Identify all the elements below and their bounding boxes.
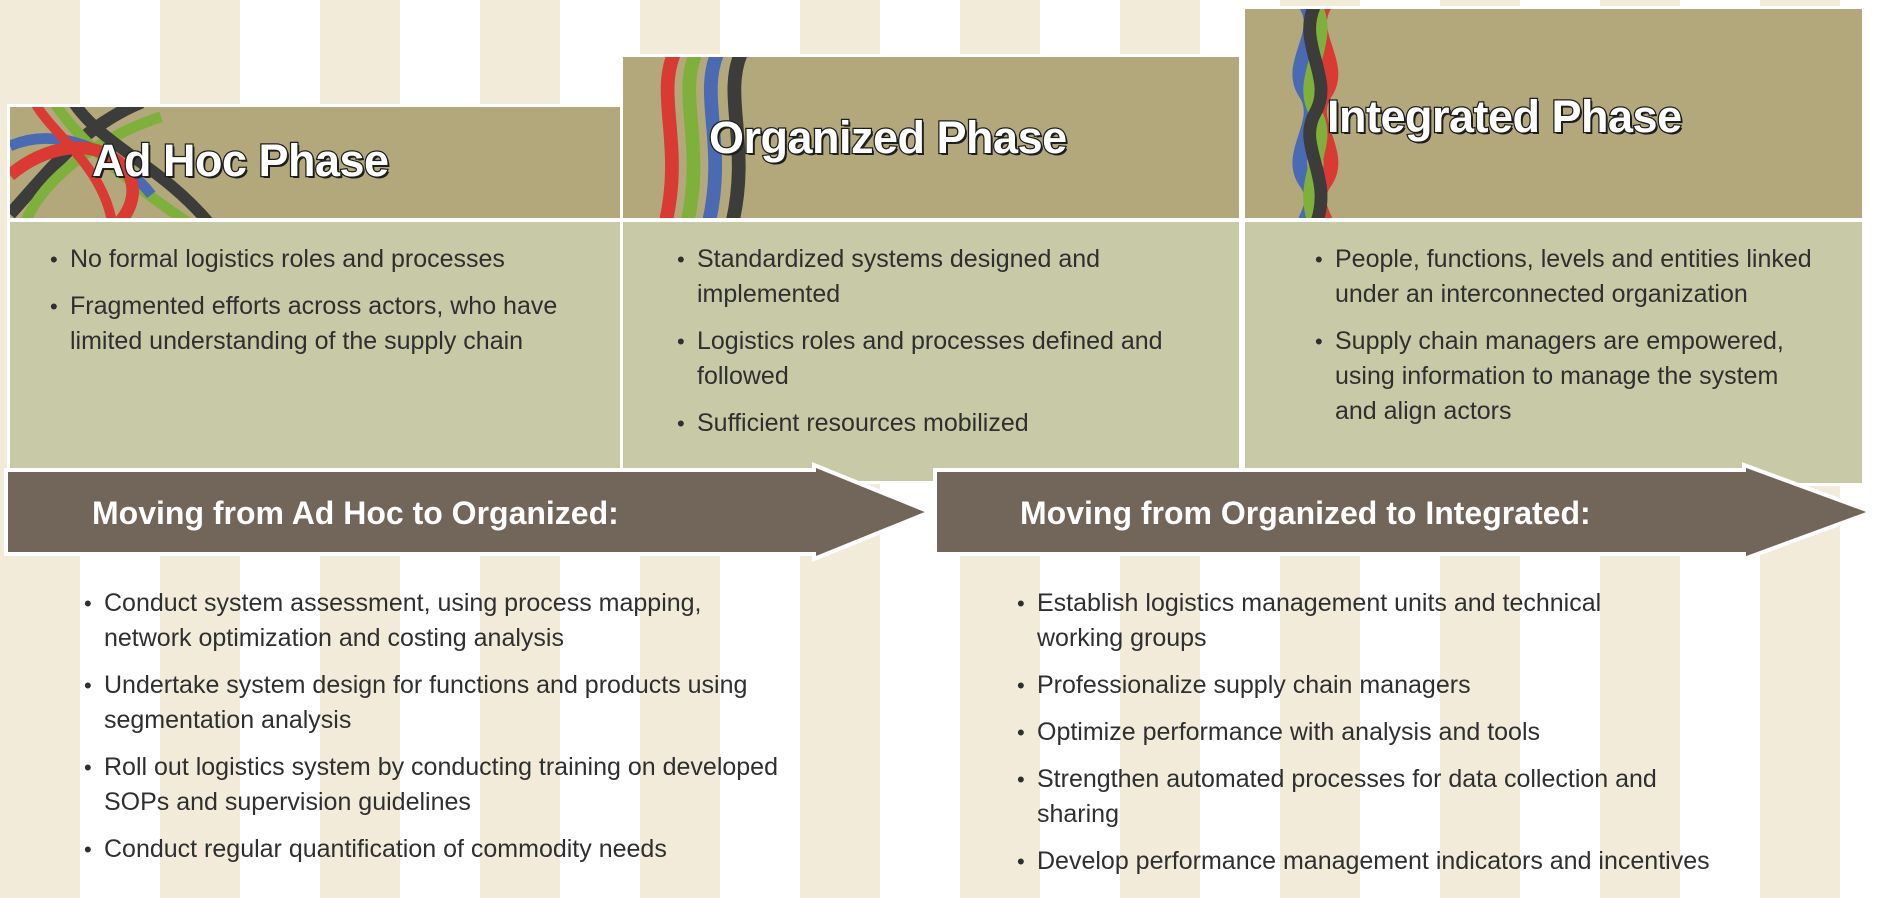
list-item: Undertake system design for functions an…	[82, 668, 782, 738]
organized-phase-panel: Standardized systems designed and implem…	[620, 218, 1242, 484]
list-item: Conduct system assessment, using process…	[82, 586, 782, 656]
ad-hoc-to-organized-actions: Conduct system assessment, using process…	[82, 586, 782, 879]
list-item: Supply chain managers are empowered, usi…	[1313, 324, 1822, 429]
list-item: Optimize performance with analysis and t…	[1015, 715, 1845, 750]
phase-bullet-list: Standardized systems designed and implem…	[675, 242, 1169, 453]
phase-title: Organized Phase	[708, 111, 1069, 165]
phase-title: Integrated Phase	[1326, 90, 1684, 144]
list-item: Conduct regular quantification of commod…	[82, 832, 782, 867]
transition-label: Moving from Organized to Integrated:	[1020, 495, 1591, 531]
action-list: Establish logistics management units and…	[1015, 586, 1845, 879]
list-item: Strengthen automated processes for data …	[1015, 762, 1665, 832]
list-item: Develop performance management indicator…	[1015, 844, 1845, 879]
list-item: Establish logistics management units and…	[1015, 586, 1665, 656]
list-item: Sufficient resources mobilized	[675, 406, 1169, 441]
list-item: Standardized systems designed and implem…	[675, 242, 1169, 312]
phase-title: Ad Hoc Phase	[91, 134, 391, 188]
organized-phase-header: Organized Phase	[620, 54, 1242, 221]
phase-bullet-list: No formal logistics roles and processes …	[48, 242, 560, 371]
integrated-phase-panel: People, functions, levels and entities l…	[1242, 218, 1865, 486]
integrated-phase-header: Integrated Phase	[1242, 6, 1865, 221]
phase-bullet-list: People, functions, levels and entities l…	[1313, 242, 1822, 441]
action-list: Conduct system assessment, using process…	[82, 586, 782, 867]
list-item: People, functions, levels and entities l…	[1313, 242, 1822, 312]
transition-arrow	[4, 462, 936, 562]
list-item: Professionalize supply chain managers	[1015, 668, 1845, 703]
organized-to-integrated-actions: Establish logistics management units and…	[1015, 586, 1845, 891]
transition-arrow	[933, 462, 1878, 562]
ad-hoc-phase-header: Ad Hoc Phase	[7, 104, 623, 221]
transition-label: Moving from Ad Hoc to Organized:	[92, 495, 619, 531]
list-item: Roll out logistics system by conducting …	[82, 750, 782, 820]
ad-hoc-phase-panel: No formal logistics roles and processes …	[7, 218, 623, 482]
list-item: No formal logistics roles and processes	[48, 242, 560, 277]
list-item: Fragmented efforts across actors, who ha…	[48, 289, 560, 359]
list-item: Logistics roles and processes defined an…	[675, 324, 1169, 394]
